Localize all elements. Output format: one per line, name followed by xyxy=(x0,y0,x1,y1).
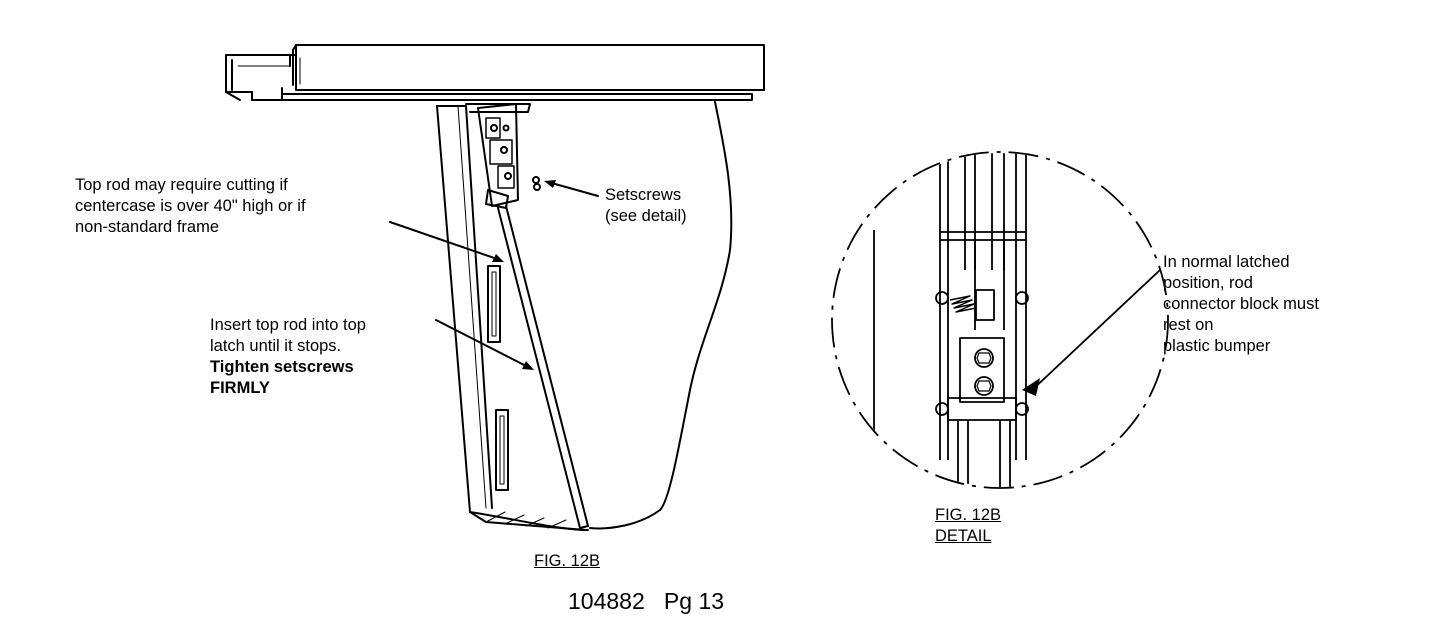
arrowhead-cutting xyxy=(492,254,504,262)
callout-insert-line-1: Insert top rod into top xyxy=(210,316,366,334)
callout-setscrews-line-2: (see detail) xyxy=(605,207,687,225)
page-reference: 104882 Pg 13 xyxy=(568,588,725,614)
setscrew-pair xyxy=(532,176,541,191)
callout-latched: In normal latched position, rod connecto… xyxy=(1163,252,1319,357)
callout-tighten-line-2: FIRMLY xyxy=(210,379,270,397)
door-stile xyxy=(436,101,733,531)
top-latch xyxy=(477,103,519,209)
figure-label-main: FIG. 12B xyxy=(534,552,601,570)
callout-insert: Insert top rod into top latch until it s… xyxy=(210,315,366,399)
callout-latched-line-1: In normal latched xyxy=(1163,253,1290,271)
leader-latched xyxy=(1029,269,1161,393)
callout-cutting: Top rod may require cutting if centercas… xyxy=(75,175,306,238)
stile-slot-lower xyxy=(495,409,509,491)
header-frame xyxy=(225,44,765,101)
detail-view xyxy=(831,151,1169,489)
stile-slot-upper xyxy=(487,265,501,343)
callout-latched-line-3: connector block must xyxy=(1163,295,1319,313)
callout-setscrews-line-1: Setscrews xyxy=(605,186,682,204)
callout-latched-line-5: plastic bumper xyxy=(1163,337,1271,355)
leader-insert xyxy=(435,319,531,369)
figure-label-detail-2: DETAIL xyxy=(935,527,992,545)
callout-cutting-line-3: non-standard frame xyxy=(75,218,219,236)
callout-cutting-line-1: Top rod may require cutting if xyxy=(75,176,288,194)
figure-label-detail-1: FIG. 12B xyxy=(935,506,1002,524)
callout-cutting-line-2: centercase is over 40" high or if xyxy=(75,197,306,215)
leader-cutting xyxy=(389,221,501,261)
callout-setscrews: Setscrews (see detail) xyxy=(605,185,687,227)
callout-latched-line-4: rest on xyxy=(1163,316,1214,334)
arrowhead-insert xyxy=(522,361,534,370)
callout-tighten-line-1: Tighten setscrews xyxy=(210,358,354,376)
leader-setscrews xyxy=(547,181,599,197)
callout-insert-line-2: latch until it stops. xyxy=(210,337,342,355)
callout-latched-line-2: position, rod xyxy=(1163,274,1253,292)
arrowhead-latched xyxy=(1022,378,1040,396)
arrowhead-setscrews xyxy=(544,180,556,188)
top-rod xyxy=(497,205,589,529)
